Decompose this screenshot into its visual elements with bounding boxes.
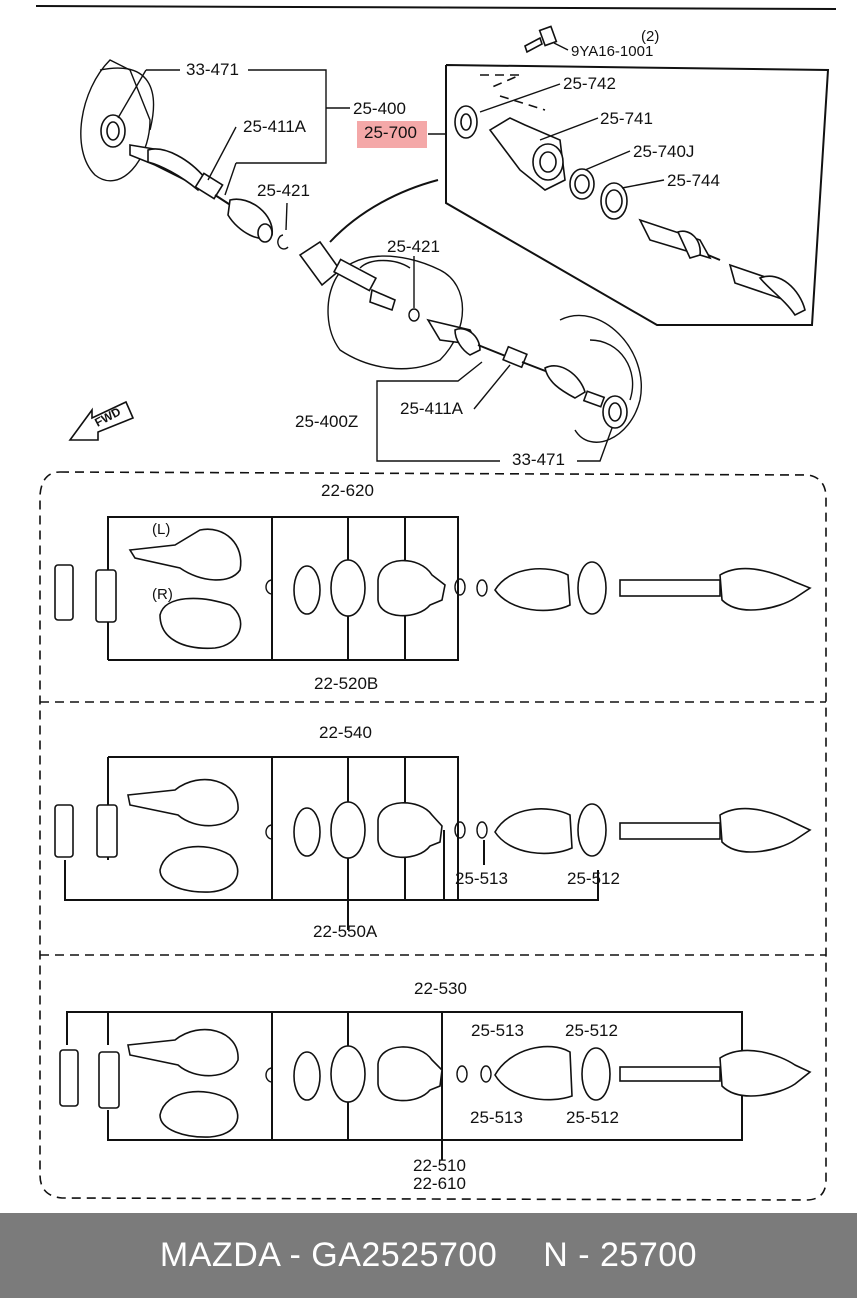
exploded-drive-shaft-diagram (35, 5, 837, 1201)
footer-brand-part: MAZDA - GA2525700 (159, 1236, 498, 1274)
kit-panel-2 (54, 756, 812, 930)
footer-ref: N - 25700 (543, 1236, 698, 1274)
bracket-inset (445, 25, 830, 326)
kit-panel-1 (54, 516, 812, 661)
highlight-box (357, 121, 427, 148)
upper-assembly (68, 59, 642, 462)
kit-panel-3 (59, 1011, 812, 1160)
part-number-footer: MAZDA - GA2525700 N - 25700 (0, 1213, 857, 1298)
